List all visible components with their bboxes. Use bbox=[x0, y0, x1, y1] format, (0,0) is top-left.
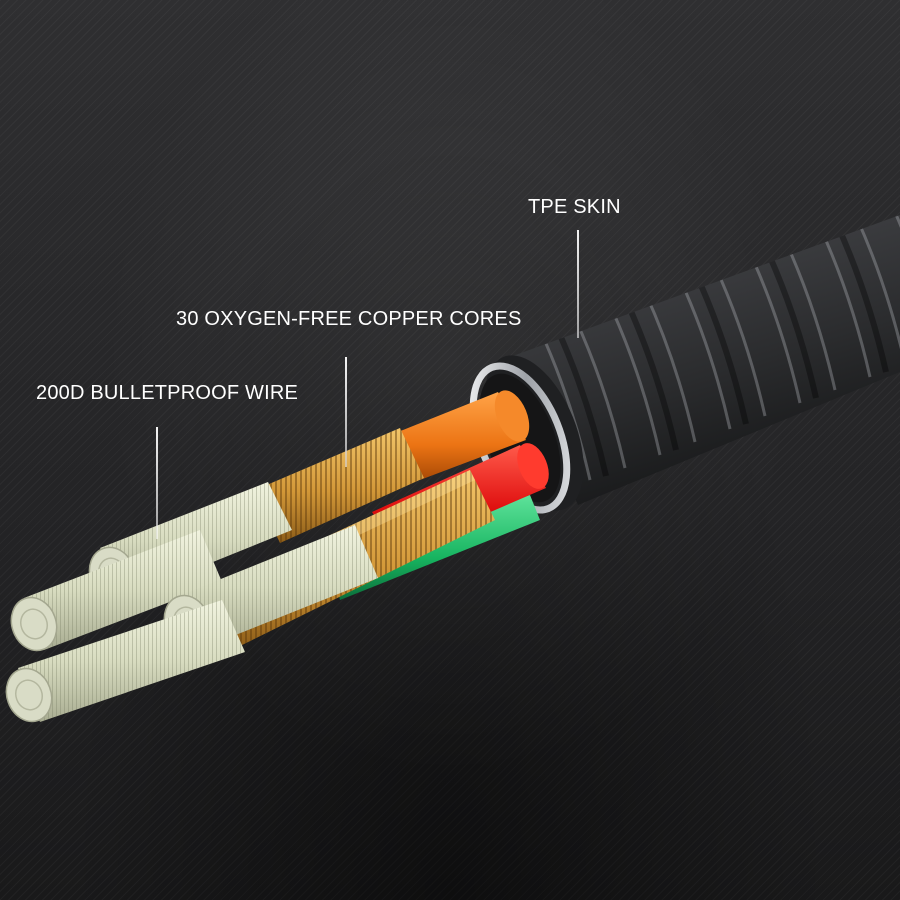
label-tpe-skin: TPE SKIN bbox=[528, 196, 621, 218]
leader-tpe-skin bbox=[577, 230, 579, 338]
bulletproof-fiber-4 bbox=[5, 600, 245, 723]
label-bulletproof-wire: 200D BULLETPROOF WIRE bbox=[36, 382, 299, 404]
copper-core-upper bbox=[255, 428, 424, 543]
label-copper-cores: 30 OXYGEN-FREE COPPER CORES bbox=[176, 308, 522, 330]
leader-bulletproof-wire bbox=[156, 427, 158, 539]
orange-wire bbox=[398, 390, 530, 480]
leader-copper-cores bbox=[345, 357, 347, 467]
bulletproof-fiber-2 bbox=[10, 530, 222, 652]
